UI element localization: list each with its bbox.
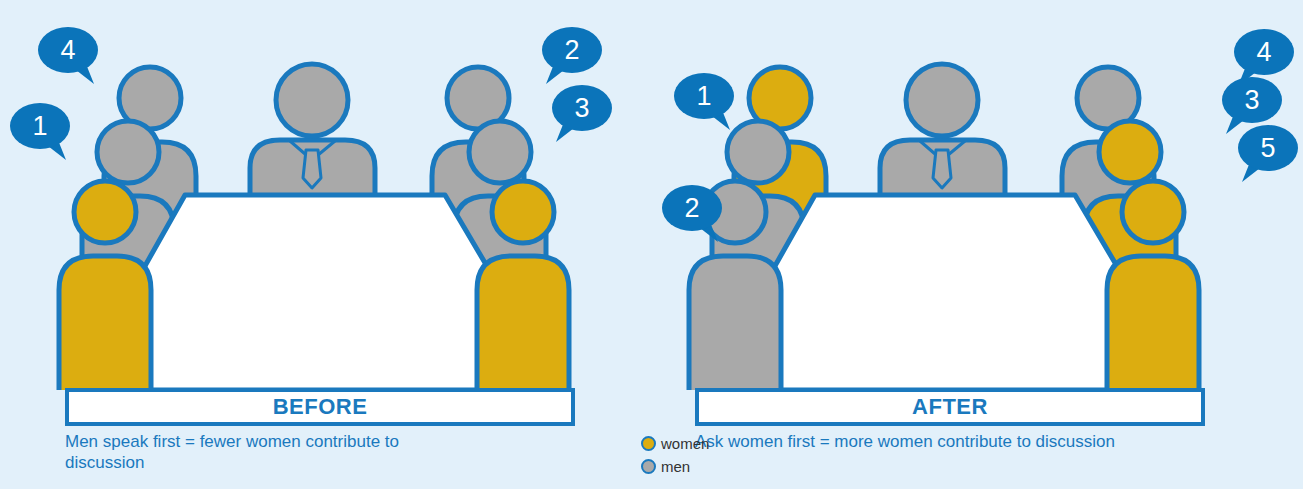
speech-bubble: 3 [550, 84, 614, 144]
callout-number: 3 [550, 84, 614, 132]
person-woman [59, 181, 151, 390]
callout-number: 4 [36, 26, 100, 74]
scene-label-box: AFTER [695, 388, 1205, 426]
speech-bubble: 2 [660, 184, 724, 244]
callout-number: 3 [1220, 76, 1284, 124]
scene-label: AFTER [912, 394, 988, 419]
speech-bubble: 4 [36, 26, 100, 86]
callout-number: 1 [8, 102, 72, 150]
callout-number: 2 [660, 184, 724, 232]
caption: Ask women first = more women contribute … [695, 431, 1115, 452]
speech-bubble: 1 [672, 72, 736, 132]
scene-label: BEFORE [273, 394, 368, 419]
caption: Men speak first = fewer women contribute… [65, 431, 465, 473]
legend-text: men [661, 458, 690, 475]
callout-number: 2 [540, 26, 604, 74]
before-scene [59, 64, 569, 390]
legend-text: women [661, 435, 709, 452]
person-woman [1107, 181, 1199, 390]
person-woman [477, 181, 569, 390]
speech-bubble: 5 [1236, 124, 1300, 184]
speech-bubble: 1 [8, 102, 72, 162]
callout-number: 4 [1232, 28, 1296, 76]
speech-bubble: 2 [540, 26, 604, 86]
scene-label-box: BEFORE [65, 388, 575, 426]
callout-number: 1 [672, 72, 736, 120]
callout-number: 5 [1236, 124, 1300, 172]
legend-swatch [641, 436, 656, 451]
legend-swatch [641, 459, 656, 474]
